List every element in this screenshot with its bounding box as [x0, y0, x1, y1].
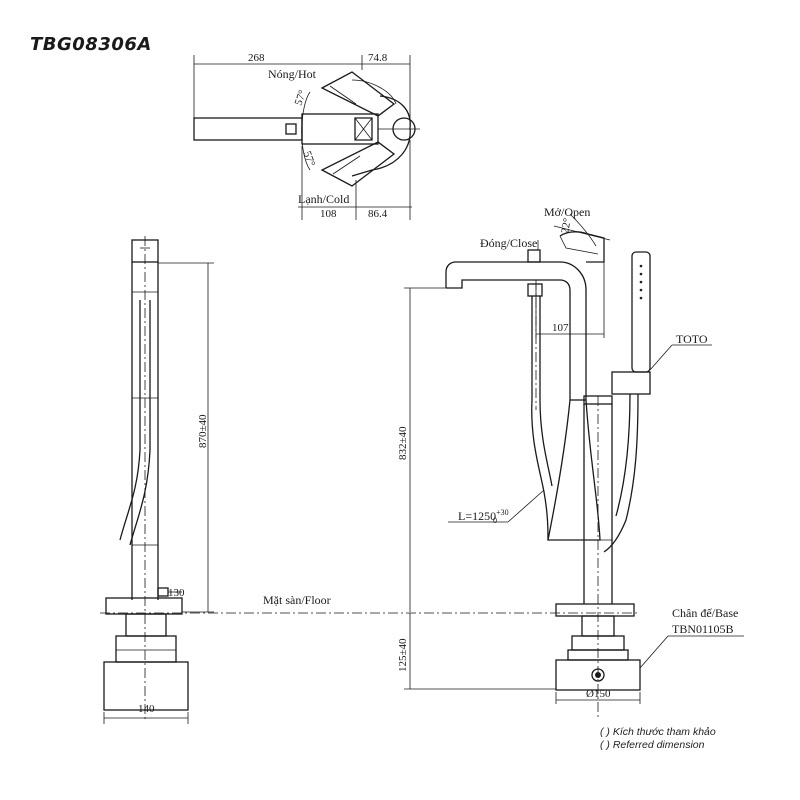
model-code-title: TBG08306A: [30, 34, 152, 55]
side-view: 130 870±40 140: [103, 236, 214, 724]
top-dim-right: 74.8: [368, 52, 388, 64]
label-open: Mở/Open: [544, 205, 590, 219]
side-base-width: 140: [138, 703, 155, 715]
hose-length: L=1250+30: [458, 508, 509, 523]
base-diameter: Ø150: [586, 688, 611, 700]
label-cold: Lạnh/Cold: [298, 192, 349, 206]
note-vi: ( ) Kích thước tham khảo: [600, 726, 716, 738]
top-view: 268 74.8 57° 57° Nóng/Hot Lạnh/Cold 108 …: [193, 52, 420, 220]
front-view: 22° Mở/Open Đóng/Close 107: [397, 205, 744, 720]
floor-label: Mặt sàn/Floor: [263, 593, 331, 607]
angle-hot: 57°: [293, 89, 310, 108]
brand-label: TOTO: [676, 332, 708, 346]
notes: ( ) Kích thước tham khảo ( ) Referred di…: [600, 726, 716, 752]
angle-open: 22°: [559, 217, 573, 234]
label-close: Đóng/Close: [480, 236, 537, 250]
shower-nozzles: [639, 264, 643, 300]
side-dim-small: 130: [168, 587, 185, 599]
front-height: 832±40: [397, 426, 409, 460]
note-en: ( ) Referred dimension: [600, 739, 705, 751]
top-dim-bottom-left: 108: [320, 208, 337, 220]
base-code: TBN01105B: [672, 622, 734, 636]
under-floor-depth: 125±40: [397, 638, 409, 672]
side-height: 870±40: [197, 414, 209, 448]
hose-tol-down: 0: [493, 516, 497, 525]
angle-cold: 57°: [301, 150, 318, 169]
label-hot: Nóng/Hot: [268, 67, 317, 81]
front-reach: 107: [552, 322, 569, 334]
top-dim-bottom-right: 86.4: [368, 208, 388, 220]
top-dim-total: 268: [248, 52, 265, 64]
base-label: Chân đế/Base: [672, 606, 738, 620]
